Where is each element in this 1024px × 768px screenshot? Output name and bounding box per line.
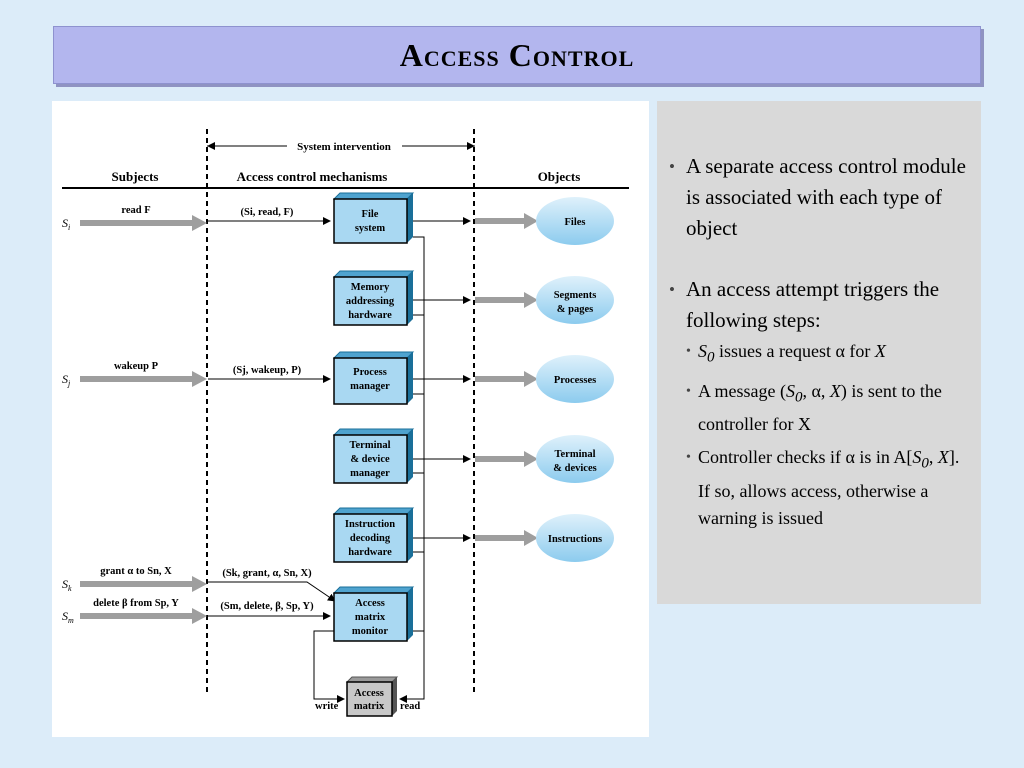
svg-text:& devices: & devices: [553, 463, 596, 474]
request-label-sk: grant α to Sn, X: [100, 566, 172, 577]
subject-label-sm: Sm: [62, 609, 74, 625]
bullet-text-steps: An access attempt triggers the following…: [686, 277, 940, 332]
sub-bullet-request: S0 issues a request α for X: [686, 338, 973, 372]
message-label-sk: (Sk, grant, α, Sn, X): [222, 568, 312, 579]
svg-text:Access: Access: [355, 598, 385, 609]
header-objects: Objects: [538, 169, 581, 184]
svg-text:& pages: & pages: [557, 304, 593, 315]
mechanism-access-matrix-monitor: Access matrix monitor: [332, 586, 415, 642]
request-label-sj: wakeup P: [114, 361, 159, 372]
mechanism-terminal-manager: Terminal & device manager: [332, 428, 415, 484]
object-arrow-instructions: [413, 530, 538, 546]
svg-text:hardware: hardware: [348, 310, 392, 321]
subject-arrows: [80, 215, 207, 624]
svg-text:matrix: matrix: [355, 612, 386, 623]
message-arrows: [208, 217, 336, 620]
bullet-item-steps: An access attempt triggers the following…: [669, 274, 973, 532]
svg-text:system: system: [355, 223, 386, 234]
svg-text:Terminal: Terminal: [349, 440, 390, 451]
svg-text:monitor: monitor: [352, 626, 389, 637]
svg-text:Instructions: Instructions: [548, 534, 602, 545]
object-arrow-processes: [413, 371, 538, 387]
header-mechanisms: Access control mechanisms: [237, 169, 388, 184]
bullet-list: A separate access control module is asso…: [657, 101, 981, 532]
write-label: write: [315, 701, 339, 712]
slide-title: Access Control: [399, 36, 635, 73]
subject-label-sk: Sk: [62, 577, 72, 593]
figure-svg: System intervention Subjects Access cont…: [62, 129, 629, 717]
subject-arrow-sm: [80, 608, 207, 624]
sub-bullet-list: S0 issues a request α for X A message (S…: [686, 338, 973, 532]
svg-text:addressing: addressing: [346, 296, 395, 307]
bullets-panel: A separate access control module is asso…: [657, 101, 981, 604]
svg-text:Instruction: Instruction: [345, 519, 395, 530]
svg-text:Terminal: Terminal: [554, 449, 595, 460]
object-arrow-segments: [413, 292, 538, 308]
subject-label-si: Si: [62, 216, 70, 232]
intervention-bracket: System intervention: [207, 141, 475, 153]
svg-text:manager: manager: [350, 468, 390, 479]
object-arrow-files: [413, 213, 538, 229]
intervention-label: System intervention: [297, 141, 391, 153]
request-label-si: read F: [121, 205, 150, 216]
object-files: Files: [536, 197, 614, 245]
svg-text:matrix: matrix: [354, 701, 385, 712]
mechanism-instruction-hardware: Instruction decoding hardware: [332, 507, 415, 563]
object-segments-pages: Segments & pages: [536, 276, 614, 324]
mechanism-process-manager: Process manager: [332, 351, 415, 405]
request-label-sm: delete β from Sp, Y: [93, 598, 179, 609]
title-bar: Access Control: [53, 26, 981, 84]
request-labels: read F wakeup P grant α to Sn, X delete …: [93, 205, 179, 609]
svg-text:hardware: hardware: [348, 547, 392, 558]
svg-text:& device: & device: [350, 454, 390, 465]
access-matrix-box: Access matrix: [345, 676, 399, 717]
subject-arrow-si: [80, 215, 207, 231]
mechanism-file-system: File system: [332, 192, 415, 244]
subject-labels: Si Sj Sk Sm: [62, 216, 74, 625]
svg-text:decoding: decoding: [350, 533, 391, 544]
sub-bullet-message: A message (S0, α, X) is sent to the cont…: [686, 378, 973, 439]
bullet-item-module: A separate access control module is asso…: [669, 151, 973, 244]
subject-arrow-sk: [80, 576, 207, 592]
access-control-figure: System intervention Subjects Access cont…: [52, 101, 649, 737]
svg-text:Segments: Segments: [554, 290, 597, 301]
mechanism-memory-hardware: Memory addressing hardware: [332, 270, 415, 326]
svg-text:Process: Process: [353, 367, 387, 378]
mechanism-boxes: File system Memory addressing hardware P…: [332, 192, 415, 717]
message-label-sj: (Sj, wakeup, P): [233, 365, 302, 376]
svg-text:Files: Files: [565, 217, 586, 228]
subject-label-sj: Sj: [62, 372, 71, 388]
message-labels: (Si, read, F) (Sj, wakeup, P) (Sk, grant…: [220, 207, 314, 612]
header-subjects: Subjects: [112, 169, 159, 184]
object-instructions: Instructions: [536, 514, 614, 562]
object-terminals-devices: Terminal & devices: [536, 435, 614, 483]
svg-text:File: File: [362, 209, 379, 220]
object-ellipses: Files Segments & pages Processes Termina…: [536, 197, 614, 562]
svg-text:Access: Access: [354, 688, 384, 699]
svg-text:Processes: Processes: [554, 375, 596, 386]
bullet-text-module: A separate access control module is asso…: [686, 154, 966, 240]
svg-text:Memory: Memory: [351, 282, 390, 293]
message-label-sm: (Sm, delete, β, Sp, Y): [220, 601, 314, 612]
message-label-si: (Si, read, F): [241, 207, 294, 218]
object-processes: Processes: [536, 355, 614, 403]
svg-text:manager: manager: [350, 381, 390, 392]
object-arrow-terminals: [413, 451, 538, 467]
matrix-connections: [313, 236, 425, 703]
subject-arrow-sj: [80, 371, 207, 387]
read-label: read: [400, 701, 420, 712]
object-arrows: [413, 213, 538, 546]
sub-bullet-check: Controller checks if α is in A[S0, X]. I…: [686, 444, 973, 532]
